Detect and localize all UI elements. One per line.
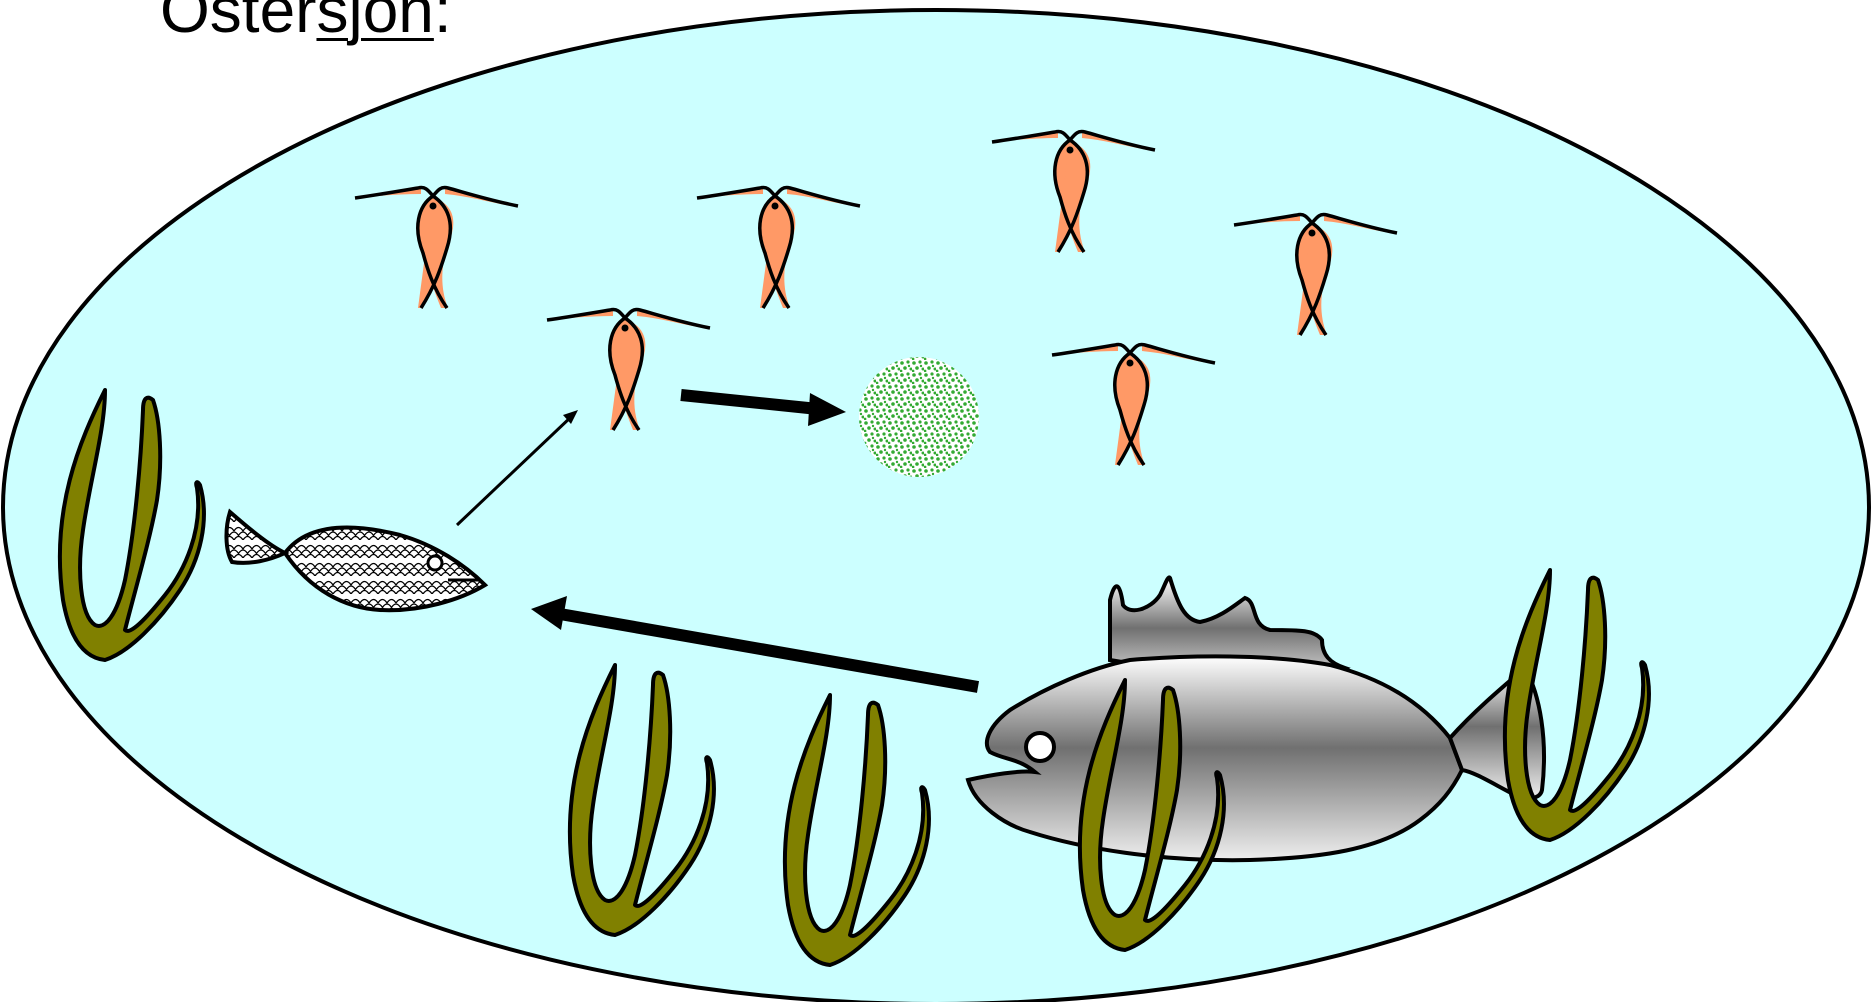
- phytoplankton: [859, 357, 979, 477]
- small-fish-eye: [428, 556, 442, 570]
- big-fish-eye: [1026, 733, 1054, 761]
- lake: [3, 10, 1869, 1002]
